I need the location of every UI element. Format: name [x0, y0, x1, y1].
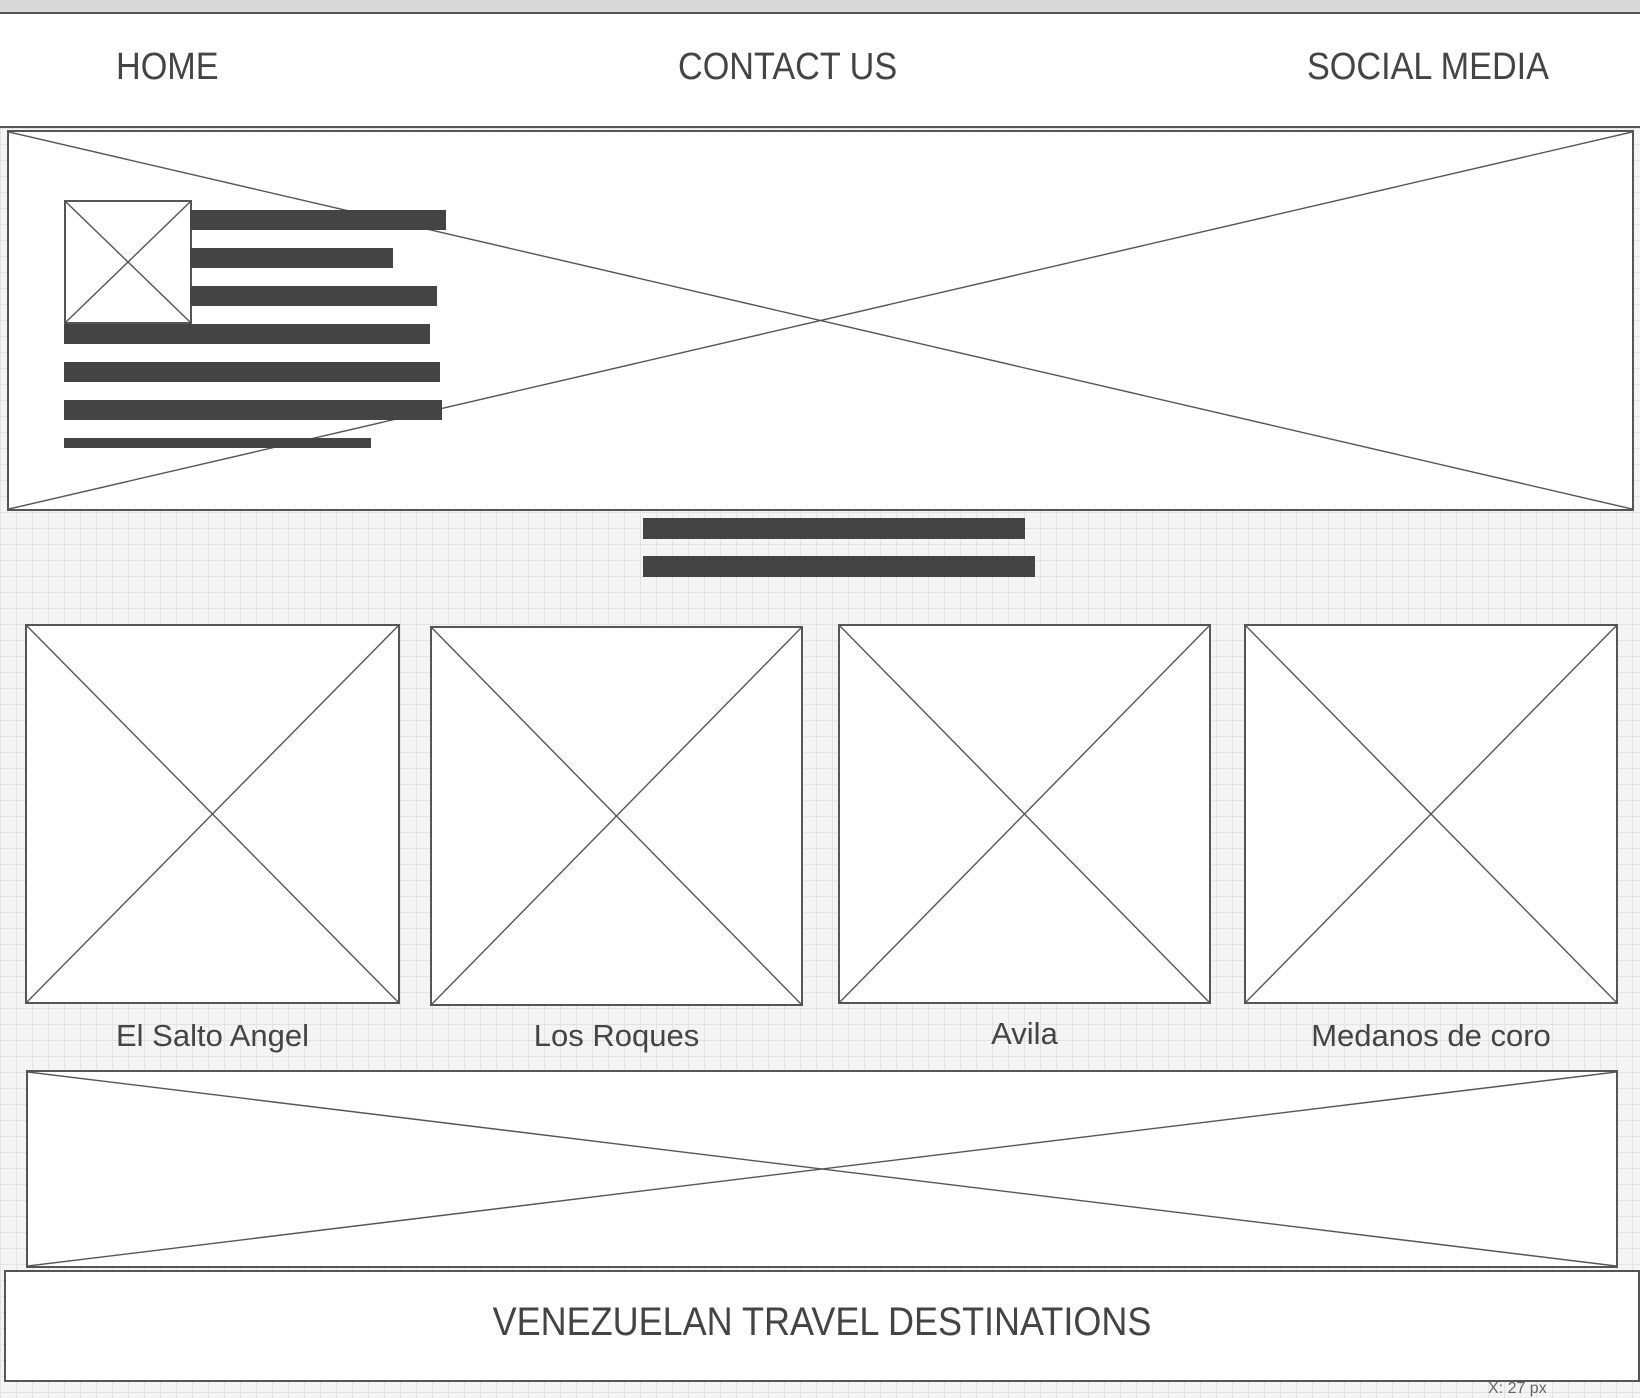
- hero-text-line-placeholder: [64, 324, 430, 344]
- footer: VENEZUELAN TRAVEL DESTINATIONS: [4, 1270, 1640, 1382]
- nav-contact-link[interactable]: CONTACT US: [678, 46, 898, 88]
- destination-caption: Los Roques: [533, 1018, 700, 1053]
- crossed-box-icon: [840, 626, 1209, 1002]
- destination-image-placeholder[interactable]: [838, 624, 1211, 1004]
- nav-home-link[interactable]: HOME: [116, 46, 219, 88]
- crossed-box-icon: [66, 202, 190, 322]
- destination-caption: Avila: [991, 1016, 1058, 1051]
- hero-text-line-placeholder: [190, 210, 446, 230]
- banner-image-placeholder: [26, 1070, 1618, 1268]
- crossed-box-icon: [27, 626, 398, 1002]
- section-heading-placeholder: [643, 518, 1025, 539]
- destination-caption: El Salto Angel: [115, 1018, 310, 1053]
- destination-image-placeholder[interactable]: [1244, 624, 1618, 1004]
- section-heading-placeholder: [643, 556, 1035, 577]
- nav-social-media-link[interactable]: SOCIAL MEDIA: [1307, 46, 1550, 88]
- crossed-box-icon: [432, 628, 801, 1004]
- hero-text-line-placeholder: [64, 438, 371, 448]
- navigation-bar: HOME CONTACT US SOCIAL MEDIA: [0, 14, 1640, 128]
- destination-caption: Medanos de coro: [1311, 1018, 1551, 1053]
- crossed-box-icon: [1246, 626, 1616, 1002]
- footer-title: VENEZUELAN TRAVEL DESTINATIONS: [492, 1300, 1152, 1344]
- crossed-box-icon: [28, 1072, 1616, 1266]
- hero-text-line-placeholder: [64, 400, 442, 420]
- hero-image-placeholder: [7, 130, 1634, 511]
- hero-thumbnail-placeholder: [64, 200, 192, 324]
- destination-image-placeholder[interactable]: [25, 624, 400, 1004]
- crossed-box-icon: [9, 132, 1632, 509]
- canvas-top-strip: [0, 0, 1640, 14]
- hero-text-line-placeholder: [190, 248, 393, 268]
- destination-image-placeholder[interactable]: [430, 626, 803, 1006]
- hero-text-line-placeholder: [64, 362, 440, 382]
- cursor-coordinate-readout: X: 27 px: [1488, 1380, 1547, 1397]
- hero-text-line-placeholder: [190, 286, 437, 306]
